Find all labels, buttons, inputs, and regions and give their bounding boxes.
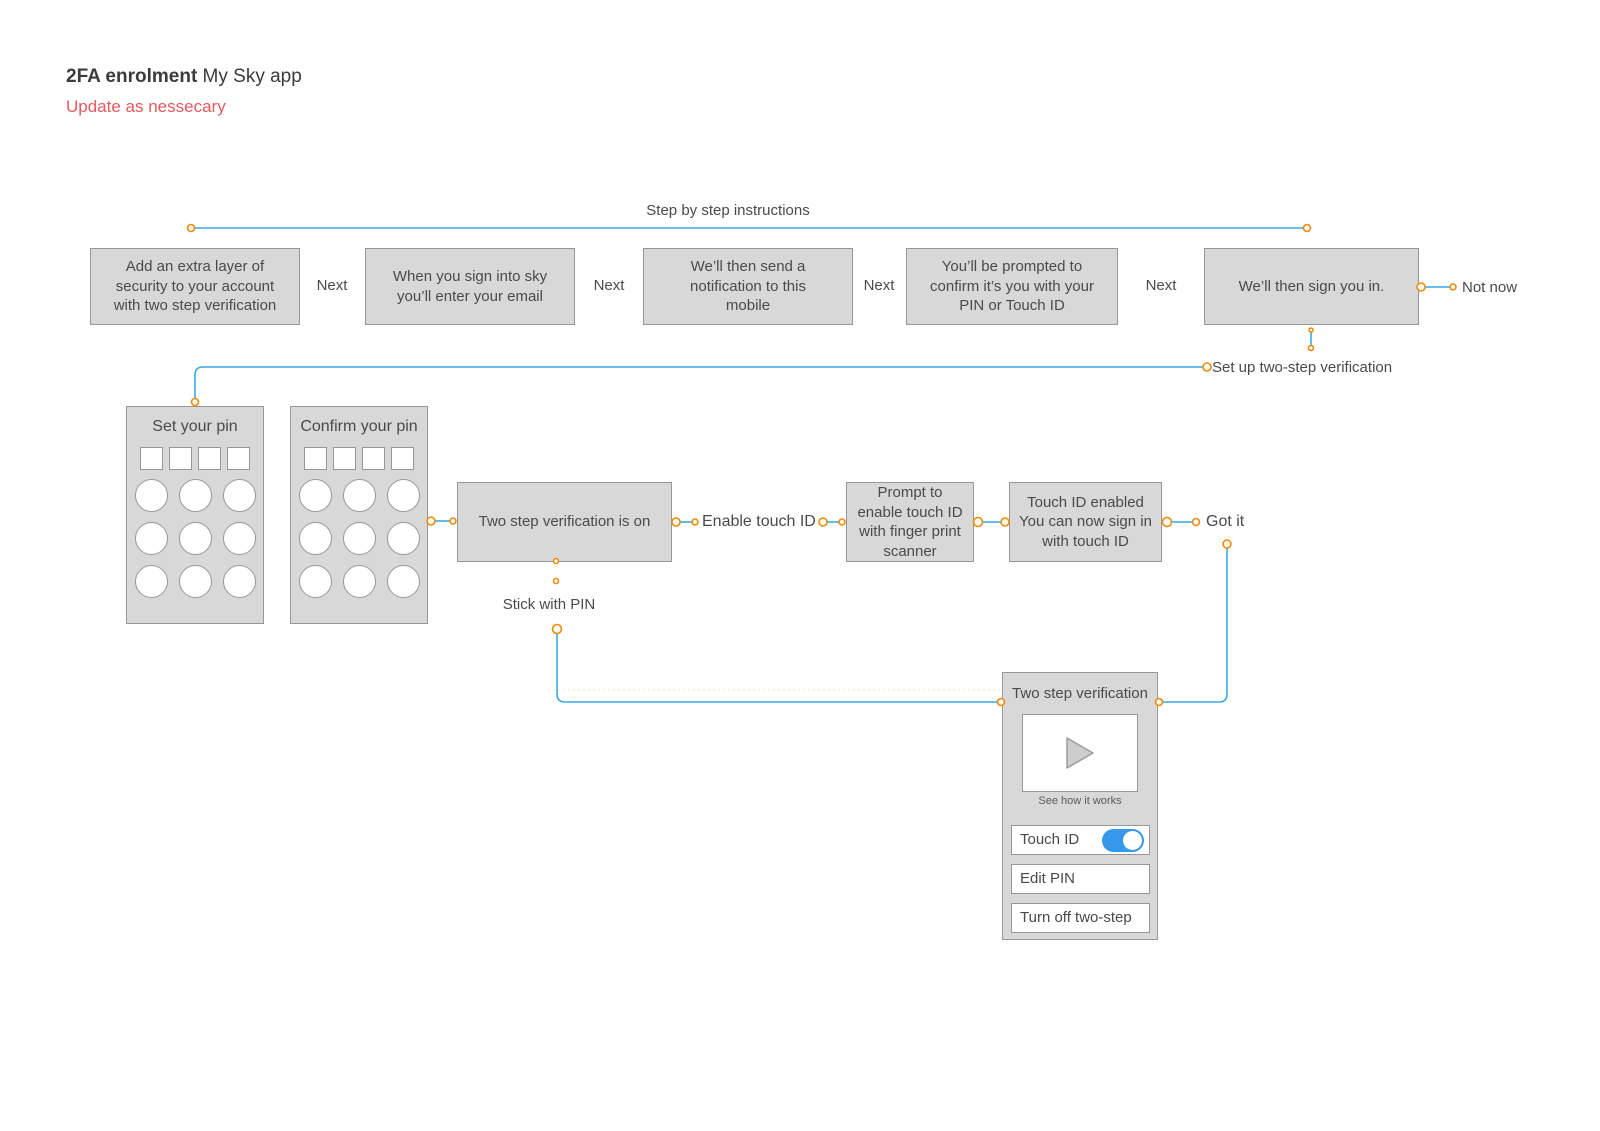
confirm-pin-pad: Confirm your pin	[290, 406, 428, 624]
page-title-regular: My Sky app	[202, 66, 302, 87]
play-icon[interactable]	[1066, 737, 1094, 769]
keypad-key[interactable]	[222, 565, 256, 598]
pin-digit-box[interactable]	[362, 447, 385, 470]
page-title-bold: 2FA enrolment	[66, 66, 198, 87]
connector-node-icon	[1000, 517, 1010, 527]
page-subtitle: Update as nessecary	[66, 97, 226, 116]
connector-node-icon	[818, 517, 828, 527]
keypad-key[interactable]	[298, 522, 332, 555]
pin-keypad	[291, 479, 427, 598]
step-box-4: You’ll be prompted to confirm it’s you w…	[906, 248, 1118, 325]
connector-node-icon	[190, 397, 200, 407]
video-caption: See how it works	[1038, 795, 1122, 807]
pin-entry-squares	[127, 447, 263, 470]
enable-touch-id-label[interactable]: Enable touch ID	[702, 513, 816, 530]
pin-digit-box[interactable]	[304, 447, 327, 470]
pin-digit-box[interactable]	[198, 447, 221, 470]
set-pin-pad: Set your pin	[126, 406, 264, 624]
connector-node-icon	[1191, 517, 1201, 527]
keypad-key[interactable]	[342, 565, 376, 598]
how-it-works-video[interactable]	[1022, 714, 1138, 792]
keypad-key[interactable]	[222, 479, 256, 512]
keypad-key[interactable]	[386, 565, 420, 598]
step-box-1: Add an extra layer of security to your a…	[90, 248, 300, 325]
connector-node-icon	[972, 516, 984, 528]
keypad-key[interactable]	[134, 565, 168, 598]
phone-screen-title: Two step verification	[1012, 685, 1148, 702]
edit-pin-row[interactable]: Edit PIN	[1011, 864, 1150, 894]
stickpin-to-phone-connector	[556, 633, 997, 703]
pin-keypad	[127, 479, 263, 598]
touch-id-toggle-on-icon[interactable]	[1102, 829, 1144, 852]
turn-off-row-label: Turn off two-step	[1020, 909, 1132, 926]
keypad-key[interactable]	[386, 522, 420, 555]
keypad-key[interactable]	[178, 522, 212, 555]
connector-node-icon	[551, 623, 563, 635]
connector-node-icon	[691, 518, 699, 526]
step-box-2: When you sign into sky you’ll enter your…	[365, 248, 575, 325]
confirm-pin-title: Confirm your pin	[300, 418, 418, 435]
connector-node-icon	[1161, 516, 1173, 528]
keypad-key[interactable]	[222, 522, 256, 555]
touch-id-row[interactable]: Touch ID	[1011, 825, 1150, 855]
setup-two-step-label[interactable]: Set up two-step verification	[1212, 359, 1393, 376]
connector-node-icon	[449, 517, 457, 525]
next-label-2[interactable]: Next	[593, 277, 625, 294]
connector-node-icon	[1302, 223, 1312, 233]
two-step-settings-phone: Two step verification See how it works T…	[1002, 672, 1158, 940]
connector-node-icon	[552, 577, 560, 585]
page-title: 2FA enrolment My Sky app	[66, 66, 302, 88]
gotit-to-phone-connector	[1163, 548, 1228, 703]
keypad-key[interactable]	[342, 479, 376, 512]
stick-with-pin-label[interactable]: Stick with PIN	[502, 596, 596, 613]
keypad-key[interactable]	[298, 479, 332, 512]
edit-pin-row-label: Edit PIN	[1020, 870, 1076, 887]
next-label-3[interactable]: Next	[863, 277, 895, 294]
keypad-key[interactable]	[298, 565, 332, 598]
pin-entry-squares	[291, 447, 427, 470]
touch-id-prompt-box: Prompt to enable touch ID with finger pr…	[846, 482, 974, 562]
connector-node-icon	[1449, 283, 1457, 291]
keypad-key[interactable]	[342, 522, 376, 555]
pin-digit-box[interactable]	[227, 447, 250, 470]
pin-digit-box[interactable]	[169, 447, 192, 470]
connector-node-icon	[426, 516, 436, 526]
pin-digit-box[interactable]	[333, 447, 356, 470]
keypad-key[interactable]	[134, 522, 168, 555]
keypad-key[interactable]	[386, 479, 420, 512]
pin-digit-box[interactable]	[391, 447, 414, 470]
connector-node-icon	[1308, 327, 1314, 333]
connector-node-icon	[1202, 362, 1212, 372]
toggle-knob	[1123, 831, 1142, 850]
pin-digit-box[interactable]	[140, 447, 163, 470]
verification-on-box: Two step verification is on	[457, 482, 672, 562]
connector-node-icon	[1307, 344, 1315, 352]
set-pin-title: Set your pin	[152, 418, 238, 435]
touch-id-row-label: Touch ID	[1020, 831, 1080, 848]
next-label-1[interactable]: Next	[316, 277, 348, 294]
connector-node-icon	[671, 517, 681, 527]
connector-node-icon	[1222, 539, 1232, 549]
turn-off-two-step-row[interactable]: Turn off two-step	[1011, 903, 1150, 933]
got-it-label[interactable]: Got it	[1206, 513, 1245, 530]
next-label-4[interactable]: Next	[1145, 277, 1177, 294]
keypad-key[interactable]	[178, 479, 212, 512]
keypad-key[interactable]	[134, 479, 168, 512]
step-annotation-label: Step by step instructions	[646, 202, 810, 219]
setup-to-pad-connector	[194, 366, 1203, 399]
step-box-3: We’ll then send a notification to this m…	[643, 248, 853, 325]
keypad-key[interactable]	[178, 565, 212, 598]
connector-node-icon	[186, 223, 196, 233]
touch-id-enabled-box: Touch ID enabled You can now sign in wit…	[1009, 482, 1162, 562]
step-box-5: We’ll then sign you in.	[1204, 248, 1419, 325]
not-now-label[interactable]: Not now	[1462, 279, 1518, 296]
connector-node-icon	[838, 518, 846, 526]
